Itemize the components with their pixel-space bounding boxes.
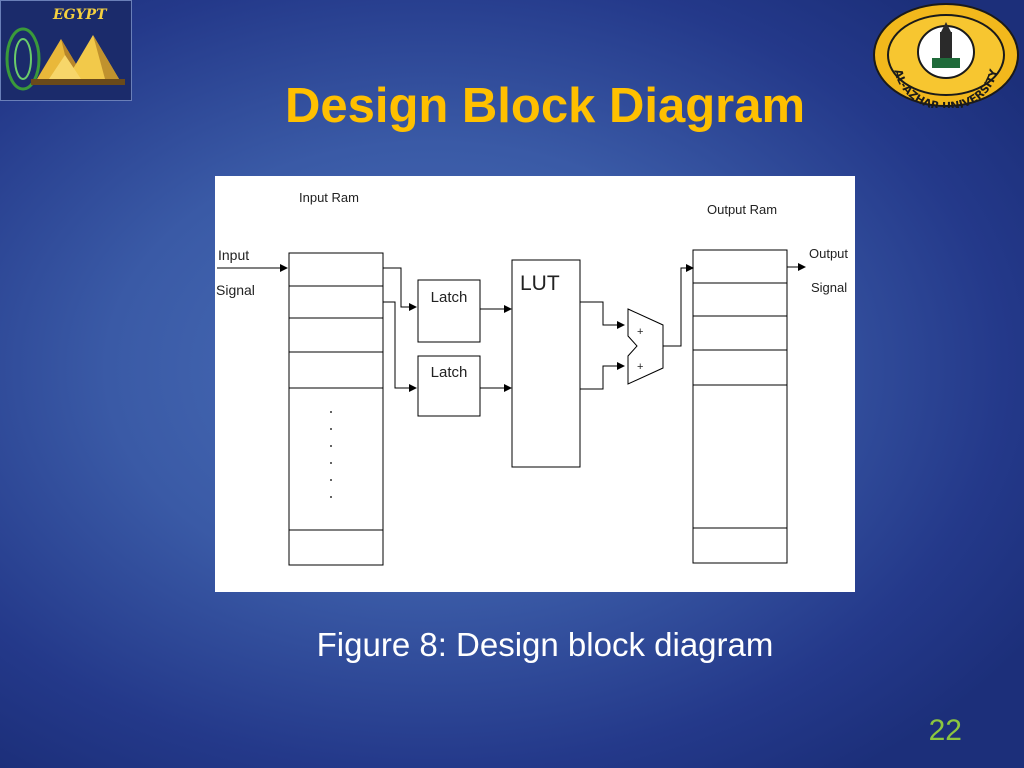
signal-label-output: Signal: [811, 280, 847, 295]
pyramids-icon: [1, 1, 131, 100]
slide-number: 22: [928, 714, 962, 747]
slide-title: Design Block Diagram: [284, 79, 806, 133]
input-ram-label: Input Ram: [299, 190, 359, 205]
university-seal-icon: AL-AZHAR UNIVERSITY: [873, 3, 1019, 113]
ram-dots: [330, 411, 332, 498]
latch-1-label: Latch: [431, 289, 468, 306]
input-label: Input: [218, 247, 249, 263]
design-block-diagram: Input Ram Output Ram Input Signal Output…: [215, 176, 855, 592]
output-label: Output: [809, 246, 848, 261]
lut-to-adder-top-arrow: [580, 301, 625, 329]
latch-2: [417, 355, 481, 417]
signal-label-input: Signal: [216, 282, 255, 298]
lut-block: [511, 259, 581, 468]
output-ram-block: [692, 249, 788, 564]
lut-to-adder-bottom-arrow: [580, 362, 625, 390]
ram-to-latch2-arrow: [383, 301, 417, 392]
adder-to-output-ram-arrow: [663, 264, 694, 347]
input-ram-block: [288, 252, 384, 566]
egypt-logo: EGYPT: [0, 0, 132, 101]
latch-1: [417, 279, 481, 343]
lut-label: LUT: [520, 272, 560, 295]
adder-plus-top: +: [637, 326, 643, 338]
figure-caption: Figure 8: Design block diagram: [316, 626, 774, 663]
egypt-logo-text: EGYPT: [53, 7, 107, 23]
adder-plus-bottom: +: [637, 361, 643, 373]
al-azhar-university-seal: AL-AZHAR UNIVERSITY: [872, 2, 1020, 113]
output-ram-label: Output Ram: [707, 202, 777, 217]
latch-2-label: Latch: [431, 364, 468, 381]
adder-block: [627, 308, 664, 385]
ram-to-latch1-arrow: [383, 267, 417, 311]
